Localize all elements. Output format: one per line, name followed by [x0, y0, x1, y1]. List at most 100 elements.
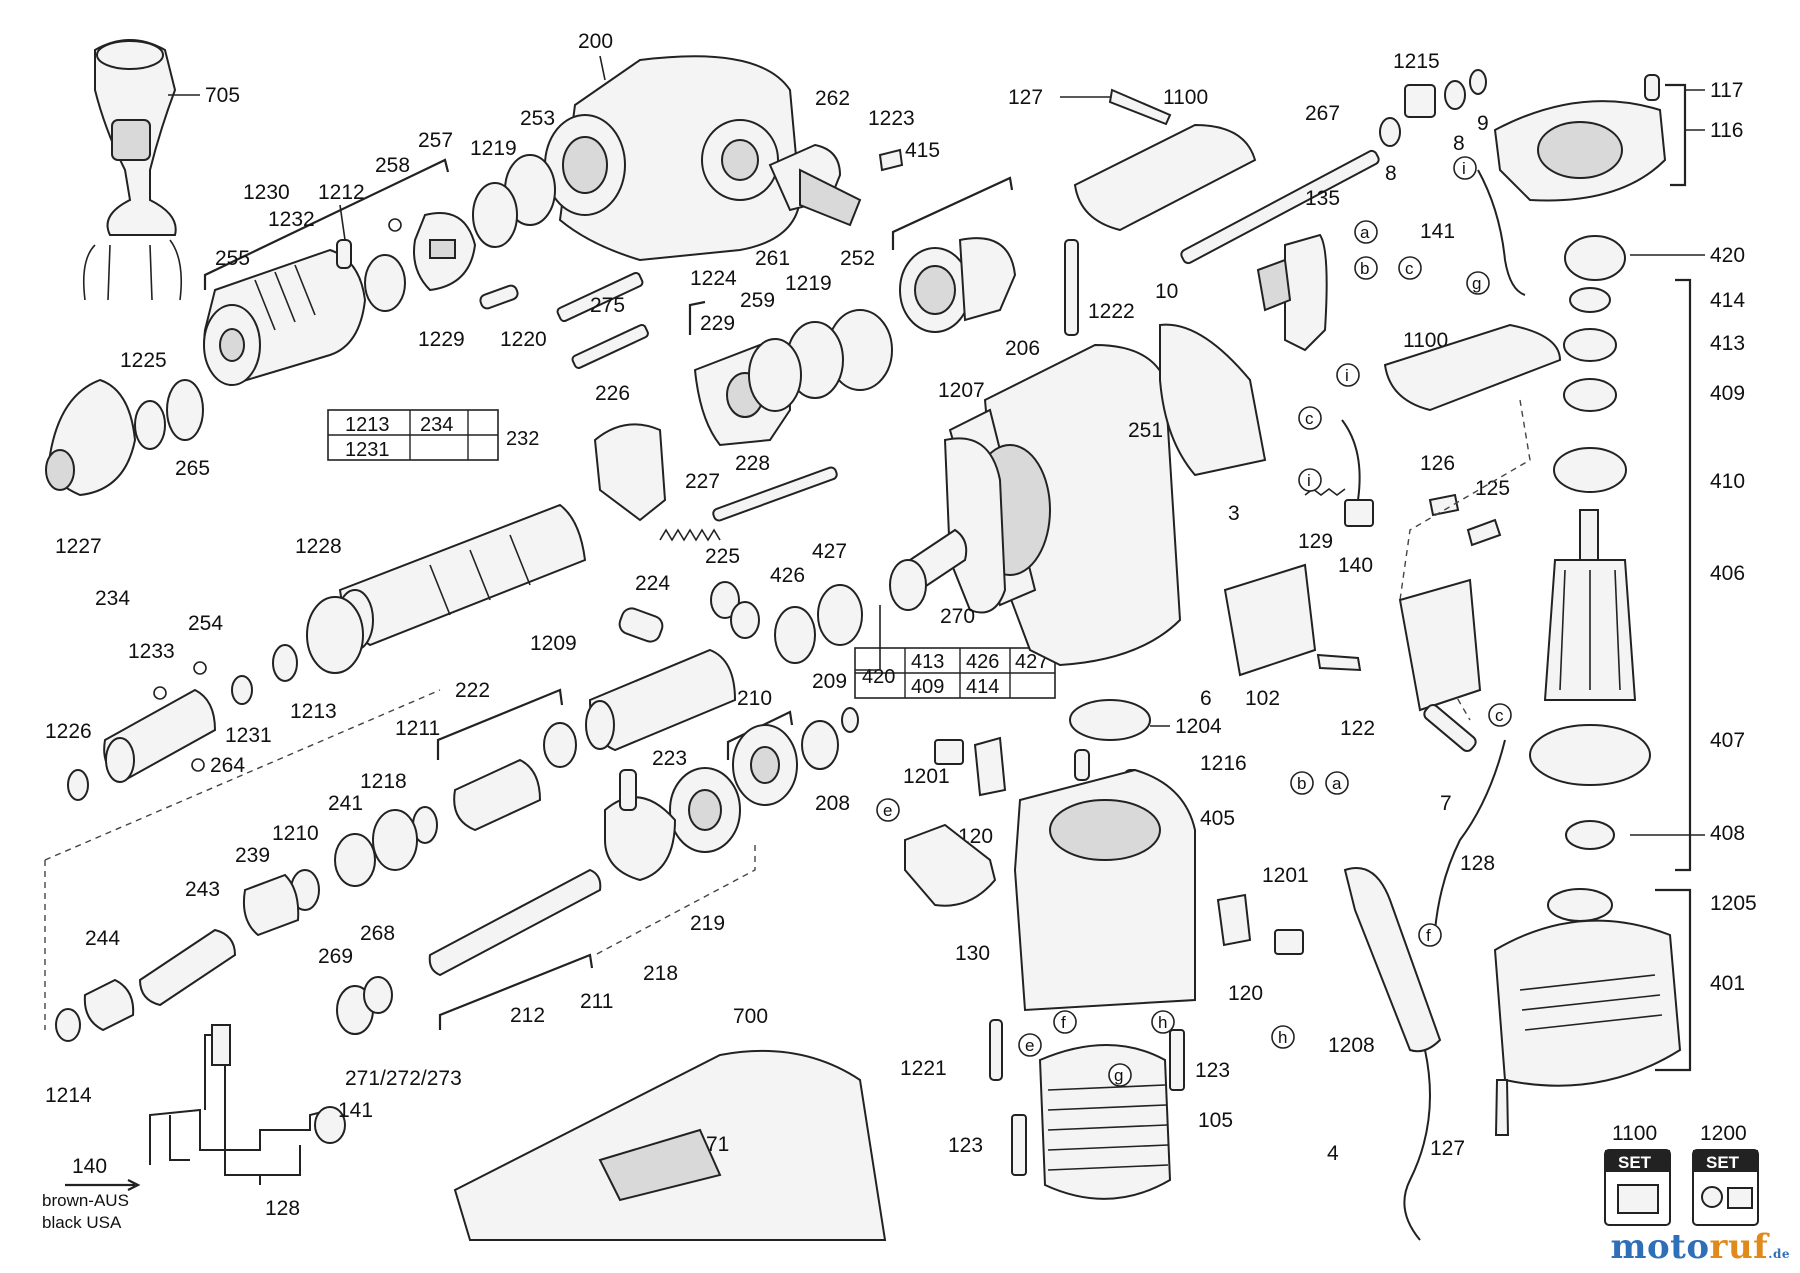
label-116: 116	[1710, 119, 1743, 142]
fan-410	[1553, 447, 1627, 493]
label-141: 141	[1420, 220, 1455, 243]
label-1215: 1215	[1393, 50, 1440, 73]
bracket-130	[904, 823, 997, 907]
table-right-side: 420	[862, 666, 895, 688]
label-259: 259	[740, 289, 775, 312]
ring-1213	[272, 644, 298, 682]
letter-g2: g	[1114, 1066, 1123, 1085]
label-1212: 1212	[318, 181, 365, 204]
hammer-tube-232	[336, 503, 587, 651]
chuck-body-255	[203, 248, 367, 387]
label-128: 128	[1460, 852, 1495, 875]
ring-1225	[134, 400, 166, 450]
label-268: 268	[360, 922, 395, 945]
set-badge-1200-number: 1200	[1700, 1122, 1747, 1145]
cable-sleeve-1208	[1343, 867, 1442, 1241]
spring-227	[659, 528, 721, 542]
brush-140	[1344, 499, 1374, 527]
label-254: 254	[188, 612, 223, 635]
letter-b2: b	[1297, 774, 1306, 793]
ring-426	[774, 606, 816, 664]
ring-244	[83, 978, 135, 1032]
table-left-side: 232	[506, 428, 539, 450]
table-right-r1c1: 413	[911, 651, 944, 673]
bearing-408	[1565, 820, 1615, 850]
label-105: 105	[1198, 1109, 1233, 1132]
label-426: 426	[770, 564, 805, 587]
label-211: 211	[580, 990, 613, 1013]
ring-413	[1563, 328, 1617, 362]
label-420: 420	[1710, 244, 1745, 267]
label-9: 9	[1477, 112, 1489, 135]
screw-127	[1108, 88, 1172, 126]
ring-1219	[472, 182, 518, 248]
label-8a: 8	[1453, 132, 1465, 155]
wiring-note-line2: black USA	[42, 1213, 122, 1232]
label-239: 239	[235, 844, 270, 867]
ring-209	[841, 707, 859, 733]
label-1213: 1213	[290, 700, 337, 723]
label-255: 255	[215, 247, 250, 270]
ring-1232	[364, 254, 406, 312]
label-1220: 1220	[500, 328, 547, 351]
striker-234	[103, 688, 217, 783]
label-127b: 127	[1430, 1137, 1465, 1160]
letter-c2: c	[1305, 409, 1314, 428]
label-8b: 8	[1385, 162, 1397, 185]
brush-1201b	[1274, 929, 1304, 955]
washer-8b	[1379, 117, 1401, 147]
label-705: 705	[205, 84, 240, 107]
label-123: 123	[1195, 1059, 1230, 1082]
table-left-r2c1: 1231	[345, 439, 390, 461]
label-269: 269	[318, 945, 353, 968]
label-1224: 1224	[690, 267, 737, 290]
clutch-210	[732, 724, 798, 806]
clip-9	[1469, 69, 1487, 95]
label-122: 122	[1340, 717, 1375, 740]
pin-1229	[479, 284, 519, 310]
letter-c: c	[1405, 259, 1414, 278]
handle-cover-1100	[1073, 123, 1257, 232]
gear-407	[1529, 724, 1651, 786]
label-415: 415	[905, 139, 940, 162]
label-208: 208	[815, 792, 850, 815]
pin-117	[1644, 74, 1660, 101]
label-427: 427	[812, 540, 847, 563]
label-1231: 1231	[225, 724, 272, 747]
armature-406	[1543, 509, 1637, 701]
arrow-140-wiring	[65, 1179, 141, 1191]
ring-427	[817, 584, 863, 646]
label-102: 102	[1245, 687, 1280, 710]
plate-102	[1223, 563, 1317, 677]
label-127: 127	[1008, 86, 1043, 109]
label-120b: 120	[1228, 982, 1263, 1005]
label-401: 401	[1710, 972, 1745, 995]
field-coil-105	[1038, 1044, 1172, 1200]
bracket-frame-1100b	[1398, 578, 1482, 712]
pin-7	[1423, 704, 1477, 752]
ring-1218	[372, 809, 418, 871]
ring-1228	[306, 596, 364, 674]
pin-228	[712, 466, 838, 522]
label-271-272-273: 271/272/273	[345, 1067, 462, 1090]
label-125: 125	[1475, 477, 1510, 500]
label-251: 251	[1128, 419, 1163, 442]
ring-225b	[730, 601, 760, 639]
ring-241	[334, 833, 376, 887]
carry-case-700	[453, 1049, 887, 1241]
label-1223: 1223	[868, 107, 915, 130]
wire-141	[1477, 169, 1526, 296]
label-128-wiring: 128	[265, 1197, 300, 1220]
label-234: 234	[95, 587, 130, 610]
stator-housing-405	[1013, 768, 1196, 1012]
bracket-415	[891, 176, 1014, 250]
cover-116	[1493, 100, 1667, 202]
ring-1231	[231, 675, 253, 705]
table-right-r2c1: 409	[911, 676, 944, 698]
label-243: 243	[185, 878, 220, 901]
rear-handle-10	[1159, 323, 1267, 477]
label-1228: 1228	[295, 535, 342, 558]
armature-270	[889, 528, 968, 611]
set-badge-1100	[1604, 1149, 1671, 1226]
label-1227: 1227	[55, 535, 102, 558]
